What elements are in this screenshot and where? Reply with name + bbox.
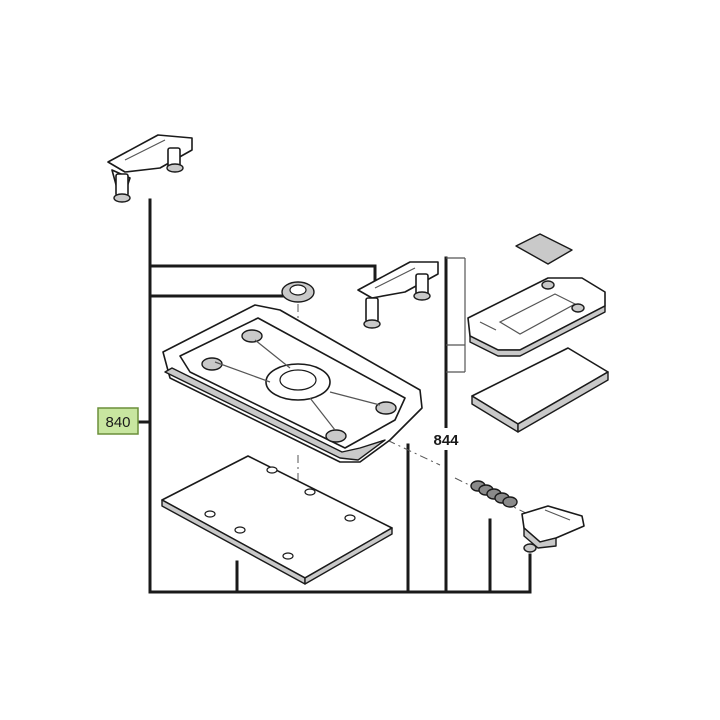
- leader-lines: [136, 198, 532, 594]
- bearing: [281, 281, 315, 303]
- felt-pad: [471, 347, 609, 433]
- base-plate: [162, 304, 423, 463]
- clip-upper-left: [107, 134, 193, 203]
- label-844-text: 844: [433, 432, 459, 449]
- label-840: 840: [97, 407, 139, 435]
- lever: [521, 505, 585, 553]
- small-pad: [515, 233, 573, 265]
- clamp-plate: [467, 277, 606, 357]
- spring: [470, 480, 518, 508]
- label-840-text: 840: [105, 414, 130, 431]
- sanding-pad: [161, 455, 393, 585]
- label-844: 844: [426, 428, 466, 450]
- clip-middle: [357, 261, 439, 329]
